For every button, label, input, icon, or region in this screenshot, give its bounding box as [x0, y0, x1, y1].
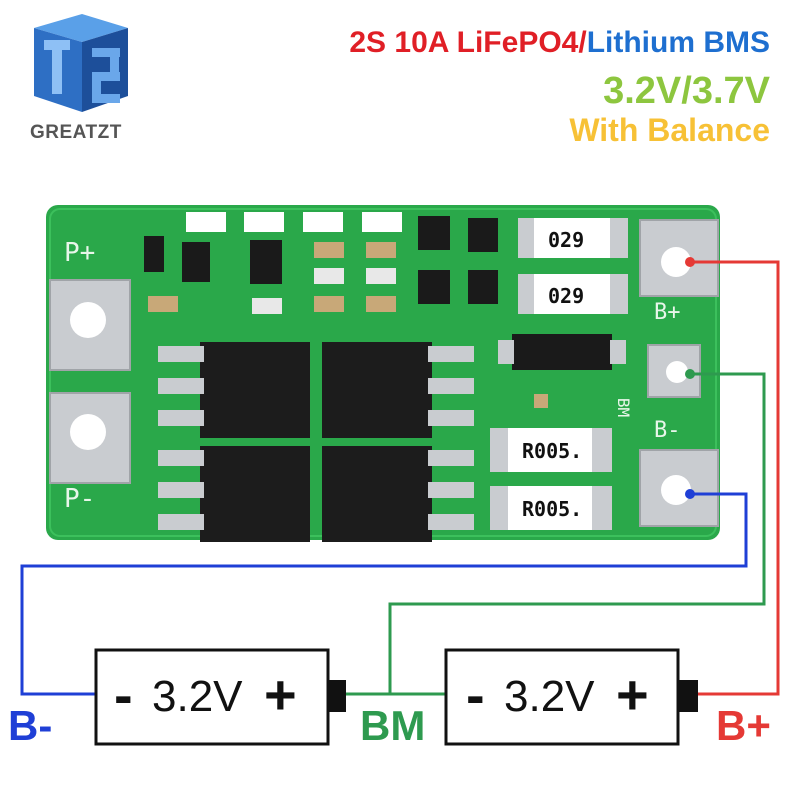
battery-1-minus: -: [114, 663, 133, 726]
battery-1-plus: +: [264, 663, 297, 726]
battery-1: [94, 648, 346, 746]
mosfet-array: [158, 342, 474, 542]
pin-label-b-plus: B+: [654, 300, 681, 325]
wire-label-bm: BM: [360, 702, 426, 749]
resistor-label: R005.: [522, 439, 583, 463]
pin-label-bm: BM: [614, 397, 634, 418]
bms-pcb: [46, 205, 720, 542]
battery-2-voltage: 3.2V: [504, 672, 595, 721]
title-line-1: 2S 10A LiFePO4/Lithium BMS: [349, 26, 770, 60]
title-line-3: With Balance: [569, 112, 770, 148]
pin-label-p-minus: P-: [64, 484, 96, 514]
title-line-2: 3.2V/3.7V: [603, 70, 770, 112]
battery-1-voltage: 3.2V: [152, 672, 243, 721]
wires: [20, 257, 780, 696]
battery-2-plus: +: [616, 663, 649, 726]
battery-2-minus: -: [466, 663, 485, 726]
pin-label-p-plus: P+: [64, 238, 96, 268]
wire-label-b-minus: B-: [8, 702, 53, 749]
title-line-1-part-2: Lithium BMS: [586, 26, 770, 59]
resistor-label: R005.: [522, 497, 583, 521]
tz-cube-logo: [34, 14, 128, 112]
pin-label-b-minus: B-: [654, 418, 681, 443]
brand-name: GREATZT: [30, 122, 122, 143]
resistor-label: 029: [548, 284, 585, 308]
resistor-label: 029: [548, 228, 585, 252]
title-separator: /: [578, 26, 587, 59]
battery-2: [444, 648, 698, 746]
wire-label-b-plus: B+: [716, 702, 771, 749]
title-line-1-part-1: 2S 10A LiFePO4: [349, 26, 579, 59]
